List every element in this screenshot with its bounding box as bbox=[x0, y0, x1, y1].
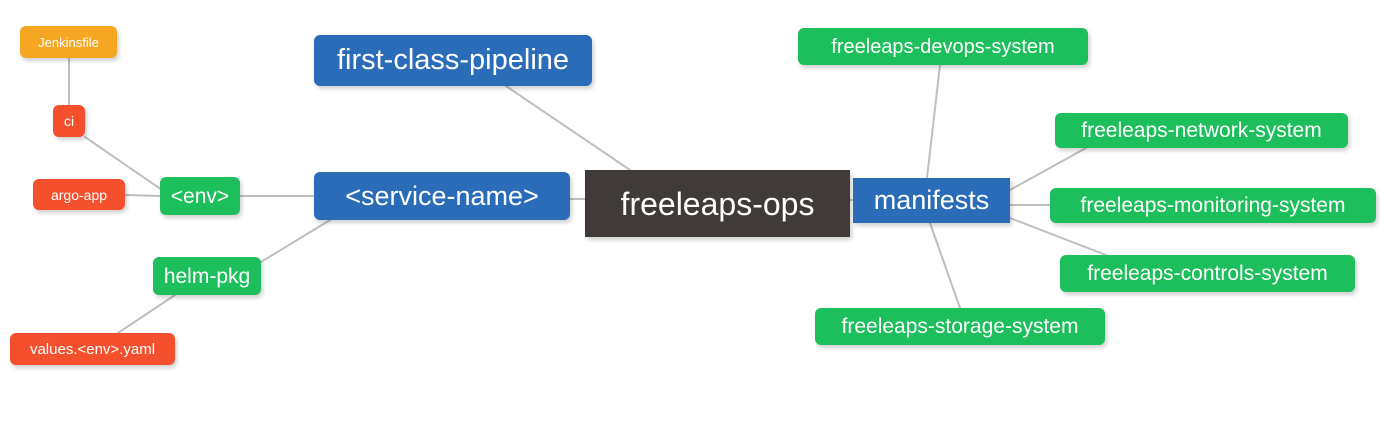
node-label-ci: ci bbox=[63, 113, 75, 129]
edge-argo-app-to-env bbox=[124, 194, 161, 197]
node-label-env: <env> bbox=[170, 184, 230, 208]
node-freeleaps-ops[interactable]: freeleaps-ops bbox=[585, 170, 850, 237]
node-devops-system[interactable]: freeleaps-devops-system bbox=[798, 28, 1088, 65]
node-label-devops-system: freeleaps-devops-system bbox=[831, 35, 1055, 58]
node-values-yaml[interactable]: values.<env>.yaml bbox=[10, 333, 175, 365]
edge-manifests-to-controls-system bbox=[1009, 217, 1107, 256]
node-label-service-name: <service-name> bbox=[345, 180, 539, 211]
node-label-monitoring-system: freeleaps-monitoring-system bbox=[1080, 194, 1346, 217]
node-first-class-pipeline[interactable]: first-class-pipeline bbox=[314, 35, 592, 86]
node-label-argo-app: argo-app bbox=[50, 186, 108, 203]
node-label-storage-system: freeleaps-storage-system bbox=[841, 315, 1079, 338]
edge-helm-pkg-to-values-yaml bbox=[117, 294, 176, 334]
node-manifests[interactable]: manifests bbox=[853, 178, 1010, 223]
node-ci[interactable]: ci bbox=[53, 105, 85, 137]
edge-manifests-to-devops-system bbox=[926, 64, 941, 179]
node-env[interactable]: <env> bbox=[160, 177, 240, 215]
node-label-manifests: manifests bbox=[873, 185, 990, 215]
node-jenkinsfile[interactable]: Jenkinsfile bbox=[20, 26, 117, 58]
node-label-first-class-pipeline: first-class-pipeline bbox=[336, 44, 570, 76]
edge-service-name-to-helm-pkg bbox=[260, 219, 331, 263]
edge-manifests-to-network-system bbox=[1009, 147, 1087, 191]
edge-manifests-to-storage-system bbox=[929, 222, 961, 309]
node-storage-system[interactable]: freeleaps-storage-system bbox=[815, 308, 1105, 345]
node-controls-system[interactable]: freeleaps-controls-system bbox=[1060, 255, 1355, 292]
node-helm-pkg[interactable]: helm-pkg bbox=[153, 257, 261, 295]
node-label-helm-pkg: helm-pkg bbox=[163, 264, 251, 288]
edge-first-class-pipeline-to-freeleaps-ops bbox=[505, 85, 631, 171]
node-argo-app[interactable]: argo-app bbox=[33, 179, 125, 210]
node-label-network-system: freeleaps-network-system bbox=[1081, 119, 1322, 142]
node-monitoring-system[interactable]: freeleaps-monitoring-system bbox=[1050, 188, 1376, 223]
node-label-jenkinsfile: Jenkinsfile bbox=[38, 34, 99, 50]
node-label-values-yaml: values.<env>.yaml bbox=[29, 340, 156, 358]
node-label-controls-system: freeleaps-controls-system bbox=[1087, 262, 1328, 285]
node-service-name[interactable]: <service-name> bbox=[314, 172, 570, 220]
node-network-system[interactable]: freeleaps-network-system bbox=[1055, 113, 1348, 148]
node-label-freeleaps-ops: freeleaps-ops bbox=[620, 185, 815, 222]
